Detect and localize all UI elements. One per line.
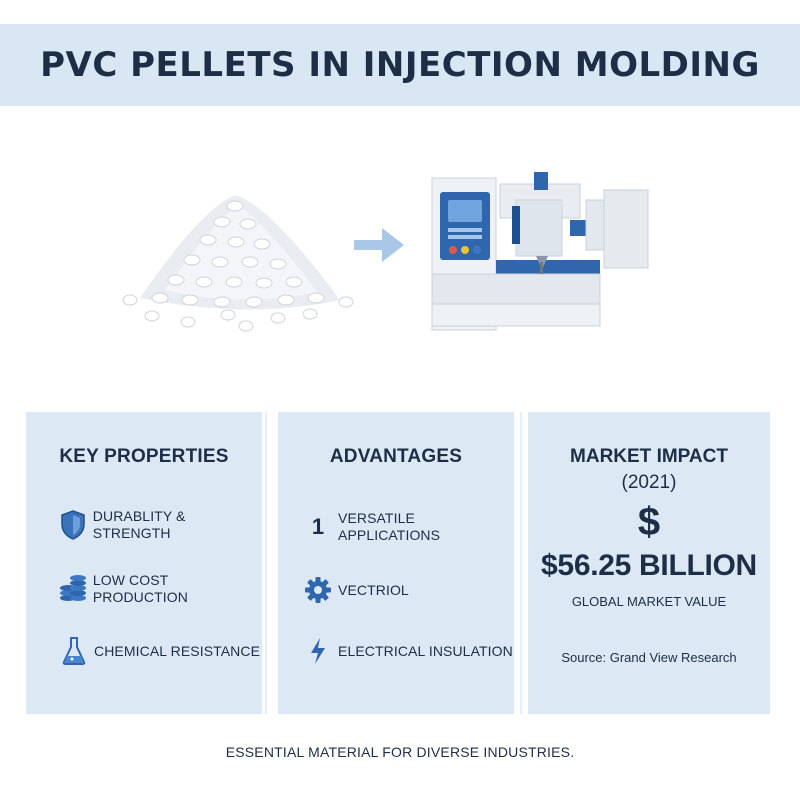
market-value: $56.25 BILLION: [541, 549, 757, 582]
list-item: ELECTRICAL INSULATION: [298, 637, 514, 665]
gear-icon: [298, 576, 338, 604]
advantage-label: ELECTRICAL INSULATION: [338, 642, 513, 659]
advantages-panel: ADVANTAGES 1 VERSATILE APPLICATIONS: [278, 412, 514, 714]
advantage-label: VECTRIOL: [338, 581, 409, 598]
list-item: LOW COST PRODUCTION: [54, 572, 262, 606]
hero-illustration: [0, 150, 800, 360]
title-banner: PVC PELLETS IN INJECTION MOLDING: [0, 24, 800, 106]
advantage-label: VERSATILE APPLICATIONS: [338, 510, 440, 544]
market-heading: MARKET IMPACT (2021): [528, 444, 770, 496]
panel-separator: [520, 412, 522, 714]
number-marker: 1: [311, 514, 325, 539]
advantages-heading: ADVANTAGES: [329, 446, 463, 467]
property-label: CHEMICAL RESISTANCE: [94, 642, 261, 659]
flask-icon: [54, 636, 94, 666]
advantage-label-line: APPLICATIONS: [338, 527, 441, 543]
property-label: LOW COST PRODUCTION: [92, 572, 188, 605]
key-properties-panel: KEY PROPERTIES DURABLITY & STRENGTH LOW …: [26, 412, 262, 714]
dollar-icon: $: [637, 500, 661, 544]
footer-tagline: ESSENTIAL MATERIAL FOR DIVERSE INDUSTRIE…: [225, 744, 575, 760]
pvc-pellet-pile-icon: [122, 195, 354, 332]
market-source: Source: Grand View Research: [561, 650, 737, 665]
market-heading-year: (2021): [621, 472, 677, 493]
advantage-label-line: VERSATILE: [338, 510, 415, 526]
market-caption: GLOBAL MARKET VALUE: [571, 594, 727, 609]
panel-separator: [265, 412, 267, 714]
key-properties-heading: KEY PROPERTIES: [59, 446, 229, 467]
market-heading-line: MARKET IMPACT: [570, 446, 728, 467]
coins-icon: [54, 574, 93, 604]
list-item: VECTRIOL: [298, 576, 514, 604]
list-item: CHEMICAL RESISTANCE: [54, 636, 262, 666]
arrow-right-icon: [354, 228, 404, 262]
injection-molding-machine-icon: [431, 172, 649, 331]
market-impact-panel: MARKET IMPACT (2021) $ $56.25 BILLION GL…: [528, 412, 770, 714]
shield-icon: [54, 510, 93, 540]
list-item: DURABLITY & STRENGTH: [54, 508, 262, 542]
list-item: 1 VERSATILE APPLICATIONS: [298, 510, 514, 544]
page-title: PVC PELLETS IN INJECTION MOLDING: [40, 45, 760, 85]
lightning-icon: [298, 637, 338, 665]
property-label: DURABLITY & STRENGTH: [92, 508, 186, 541]
